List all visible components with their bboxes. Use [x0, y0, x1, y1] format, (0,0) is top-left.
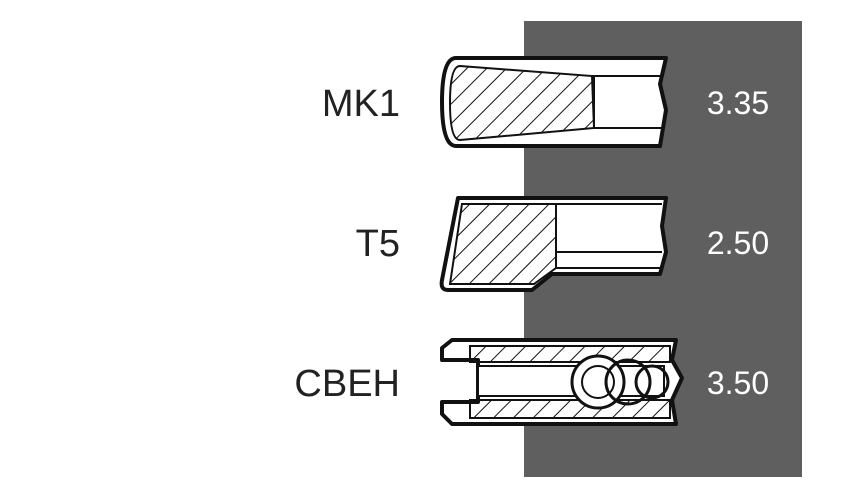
ring-value-mk1: 3.35: [707, 85, 769, 121]
ring-label-mk1: MK1: [322, 83, 400, 125]
ring-value-cbeh: 3.50: [707, 365, 769, 401]
ring-profile-mk1: [440, 56, 668, 148]
ring-label-cbeh: CBEH: [294, 363, 400, 405]
ring-row-cbeh: CBEH 3.50: [294, 338, 769, 426]
ring-row-t5: T5 2.50: [356, 196, 769, 292]
ring-profile-cbeh: [440, 338, 684, 426]
ring-profile-t5: [439, 196, 668, 292]
ring-row-mk1: MK1 3.35: [322, 56, 769, 148]
ring-label-t5: T5: [356, 223, 400, 265]
ring-value-t5: 2.50: [707, 225, 769, 261]
